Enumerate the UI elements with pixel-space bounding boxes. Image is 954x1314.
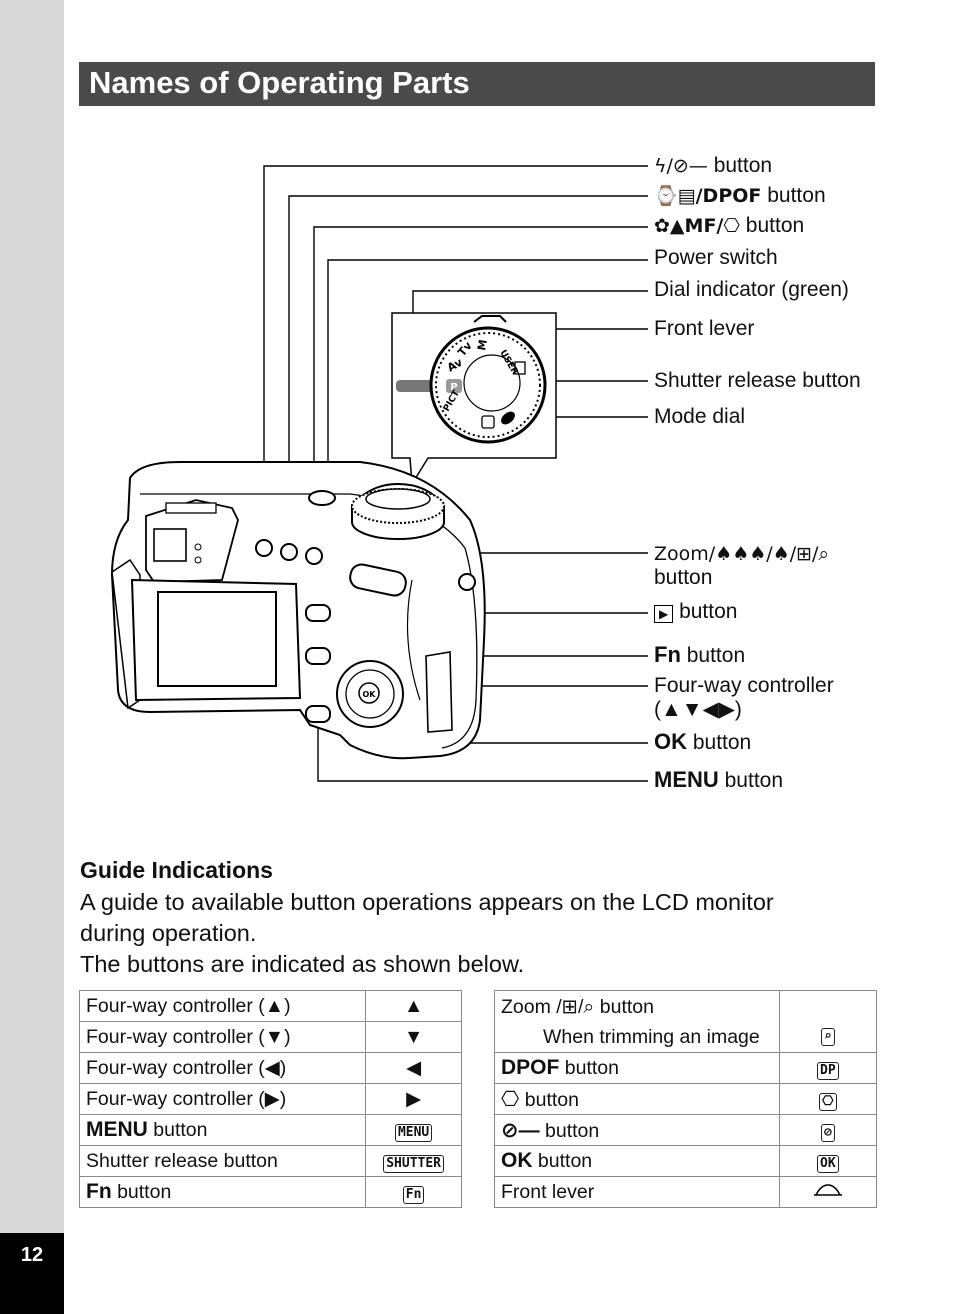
guide-table-left: Four-way controller (▲)▲ Four-way contro…	[78, 990, 462, 1208]
table-row: Four-way controller (▼)▼	[78, 1021, 462, 1053]
shutter-release-button	[463, 354, 521, 412]
dial-mode-m: M	[475, 338, 490, 351]
dial-p-box	[446, 379, 462, 393]
label-power-switch: Power switch	[654, 246, 778, 269]
table-row: Front lever	[494, 1176, 878, 1208]
drive-dpof-symbol: ⌚▤/DPOF	[654, 185, 762, 207]
table-row: ⎔ button⎔	[494, 1083, 878, 1115]
side-tab	[0, 0, 64, 1314]
title-bar: Names of Operating Parts	[79, 62, 875, 106]
table-row: Four-way controller (▲)▲	[78, 990, 462, 1022]
focus-delete-symbol: ✿▲MF/⎔	[654, 215, 740, 237]
flash-lock-symbol: ϟ/⊘—	[654, 155, 708, 177]
label-mode-dial: Mode dial	[654, 405, 746, 428]
zoom-lever	[349, 563, 407, 597]
label-playback-button: ▶ button	[654, 600, 737, 624]
power-switch	[308, 490, 336, 506]
guide-line-2: during operation.	[80, 920, 257, 946]
shutter-key-icon: SHUTTER	[383, 1154, 445, 1173]
flash-button	[255, 539, 273, 557]
protect-key-icon: ⊘	[820, 1123, 835, 1142]
drive-button	[280, 543, 298, 561]
guide-line-3: The buttons are indicated as shown below…	[80, 951, 525, 977]
table-row: Zoom /⊞/⌕ button When trimming an image …	[494, 990, 878, 1053]
table-row: Four-way controller (▶)▶	[78, 1083, 462, 1115]
ok-button	[358, 682, 380, 704]
dial-mode-p: P	[450, 382, 457, 393]
fn-button	[305, 647, 331, 665]
label-fn-button: Fn button	[654, 642, 746, 668]
menu-button	[305, 705, 331, 723]
page-number: 12	[20, 1244, 44, 1266]
label-front-lever: Front lever	[654, 317, 755, 340]
svg-text:OK: OK	[363, 690, 377, 699]
ok-key-icon: OK	[817, 1154, 839, 1173]
zoom-key-icon: ⌕	[820, 1028, 835, 1046]
delete-key-icon: ⎔	[819, 1092, 837, 1111]
front-lever	[473, 315, 507, 323]
label-drive-dpof-button: ⌚▤/DPOF button	[654, 184, 826, 207]
label-flash-lock-button: ϟ/⊘— button	[654, 154, 773, 177]
side-cover	[425, 651, 453, 733]
label-zoom-button: Zoom/♠♠♠/♠/⊞/⌕button	[654, 543, 830, 589]
strap-lug	[458, 573, 476, 591]
label-menu-button: MENU button	[654, 767, 784, 793]
fn-key-icon: Fn	[402, 1185, 425, 1204]
guide-table-right: Zoom /⊞/⌕ button When trimming an image …	[494, 990, 878, 1208]
table-row: Four-way controller (◀)◀	[78, 1052, 462, 1084]
table-row: ⊘— button⊘	[494, 1114, 878, 1146]
guide-heading: Guide Indications	[80, 857, 273, 883]
focus-button	[305, 547, 323, 565]
playback-icon: ▶	[654, 605, 674, 623]
viewfinder	[153, 528, 187, 562]
dial-indicator	[396, 380, 436, 392]
page-title: Names of Operating Parts	[89, 65, 470, 100]
dpof-key-icon: DP	[817, 1061, 839, 1080]
guide-line-1: A guide to available button operations a…	[80, 889, 774, 915]
playback-button	[305, 604, 331, 622]
camera-diagram: P Av Tv M USER PICT OK	[110, 165, 648, 782]
label-shutter-release: Shutter release button	[654, 369, 861, 392]
label-four-way-controller: Four-way controller(▲▼◀▶)	[654, 674, 834, 721]
label-focus-delete-button: ✿▲MF/⎔ button	[654, 214, 805, 237]
lcd-monitor	[157, 591, 277, 687]
page-number-box	[0, 1233, 64, 1314]
menu-key-icon: MENU	[394, 1123, 433, 1142]
label-ok-button: OK button	[654, 729, 752, 755]
front-lever-icon	[813, 1184, 842, 1196]
label-dial-indicator: Dial indicator (green)	[654, 278, 849, 301]
